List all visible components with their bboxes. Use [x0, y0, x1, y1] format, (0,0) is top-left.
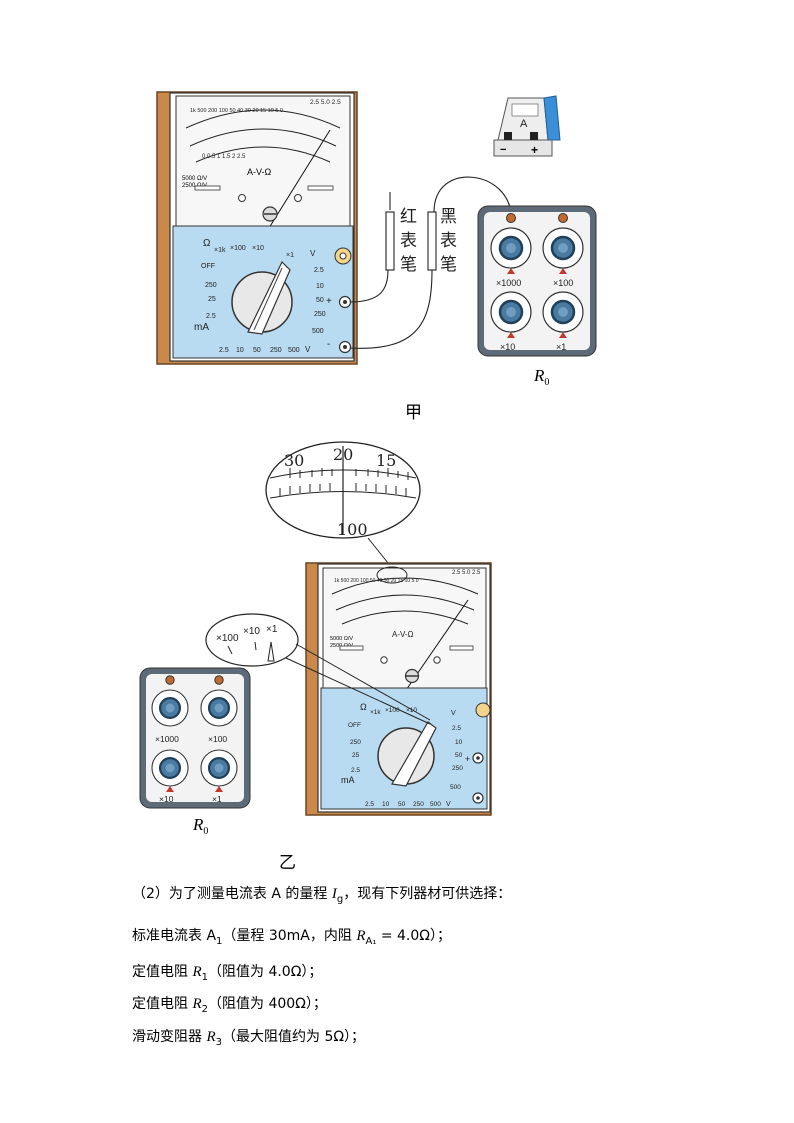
svg-text:−: − [500, 144, 506, 156]
dial-label: A-V-Ω [247, 167, 272, 177]
svg-text:1k 500 200 100 50 40 30 20 15: 1k 500 200 100 50 40 30 20 15 10 5 0 [334, 578, 419, 584]
svg-text:100: 100 [337, 520, 368, 539]
box-name-jia: R0 [533, 366, 549, 388]
svg-text:×1000: ×1000 [155, 734, 179, 744]
svg-text:10: 10 [236, 347, 244, 354]
svg-text:mA: mA [341, 775, 355, 785]
svg-text:2.5: 2.5 [206, 313, 216, 320]
svg-text:V: V [446, 801, 451, 808]
svg-text:×10: ×10 [406, 707, 417, 714]
red-probe [385, 211, 395, 271]
svg-text:250: 250 [205, 282, 217, 289]
item-rheostat-r3: 滑动变阻器 R3（最大阻值约为 5Ω）； [132, 1029, 366, 1048]
svg-text:2.5: 2.5 [452, 725, 461, 732]
black-probe [427, 211, 437, 271]
svg-text:50: 50 [253, 347, 261, 354]
svg-text:Ω: Ω [360, 702, 367, 712]
svg-text:50: 50 [398, 801, 406, 808]
svg-text:15: 15 [376, 451, 396, 470]
svg-text:-: - [327, 339, 330, 350]
svg-text:×10: ×10 [159, 794, 174, 804]
svg-text:250: 250 [314, 311, 326, 318]
svg-text:2.5 5.0 2.5: 2.5 5.0 2.5 [452, 570, 481, 576]
svg-text:×100: ×100 [230, 245, 246, 252]
svg-text:500: 500 [430, 801, 441, 808]
svg-text:×100: ×100 [216, 633, 239, 644]
svg-text:Ω: Ω [203, 238, 211, 249]
black-probe-label: 黑表笔 [440, 207, 457, 275]
svg-text:25: 25 [352, 752, 360, 759]
svg-text:500: 500 [312, 328, 324, 335]
svg-text:V: V [310, 249, 316, 258]
svg-text:×1: ×1 [212, 794, 222, 804]
svg-text:2.5: 2.5 [219, 347, 229, 354]
svg-text:×1000: ×1000 [496, 278, 521, 288]
sensitivity-2: 2500 Ω/V [182, 183, 207, 189]
ohm-tick-labels: 1k 500 200 100 50 40 30 20 15 10 5 0 [190, 108, 283, 114]
svg-text:×100: ×100 [385, 707, 400, 714]
svg-text:×1: ×1 [266, 624, 278, 635]
svg-text:10: 10 [382, 801, 390, 808]
item-resistor-r2: 定值电阻 R2（阻值为 400Ω）； [132, 996, 327, 1015]
svg-text:+: + [531, 143, 538, 157]
svg-text:×10: ×10 [500, 342, 515, 352]
svg-text:×100: ×100 [553, 278, 573, 288]
svg-text:mA: mA [194, 322, 209, 333]
svg-text:OFF: OFF [201, 263, 215, 270]
ammeter-icon: A − + [493, 95, 561, 157]
svg-text:25: 25 [208, 296, 216, 303]
acv-tick-labels: 0 0.5 1 1.5 2 2.5 [202, 154, 246, 160]
box-name-yi: R0 [192, 815, 208, 837]
svg-text:V: V [451, 710, 456, 717]
resistance-box-jia: ×1000 ×100 ×10 ×1 [477, 205, 597, 357]
probe-wires [349, 176, 512, 349]
question-2: （2）为了测量电流表 A 的量程 Ig，现有下列器材可供选择： [132, 886, 512, 905]
svg-text:2.5: 2.5 [351, 767, 360, 774]
multimeter-jia: 1k 500 200 100 50 40 30 20 15 10 5 0 2.5… [156, 91, 358, 365]
item-ammeter-a1: 标准电流表 A1（量程 30mA，内阻 RA₁ = 4.0Ω）； [132, 928, 451, 947]
svg-text:500: 500 [288, 347, 300, 354]
caption-yi: 乙 [279, 853, 296, 873]
svg-text:OFF: OFF [348, 722, 361, 729]
svg-text:2.5: 2.5 [365, 801, 374, 808]
caption-jia: 甲 [405, 403, 422, 423]
svg-text:×100: ×100 [208, 734, 227, 744]
range-label-group: 2.5 5.0 2.5 [310, 99, 341, 106]
svg-text:×1: ×1 [556, 342, 566, 352]
knob-zoom-callout: ×100 ×10 ×1 [205, 613, 431, 725]
svg-text:+: + [465, 754, 470, 764]
svg-text:2.5: 2.5 [314, 267, 324, 274]
svg-text:×1: ×1 [286, 252, 294, 259]
svg-text:20: 20 [333, 445, 353, 464]
svg-text:10: 10 [455, 739, 463, 746]
svg-text:30: 30 [284, 451, 304, 470]
zoom-ellipse: 30 20 15 100 [265, 441, 421, 539]
svg-text:250: 250 [350, 739, 361, 746]
svg-text:V: V [305, 345, 311, 354]
svg-text:A: A [520, 118, 528, 130]
svg-text:×1k: ×1k [370, 709, 381, 716]
svg-text:250: 250 [452, 765, 463, 772]
svg-text:×10: ×10 [252, 245, 264, 252]
resistance-box-yi: ×1000 ×100 ×10 ×1 [139, 667, 251, 809]
sensitivity-1: 5000 Ω/V [182, 176, 207, 182]
red-probe-label: 红表笔 [400, 207, 417, 275]
svg-text:×1k: ×1k [214, 247, 226, 254]
svg-text:50: 50 [316, 297, 324, 304]
svg-text:250: 250 [270, 347, 282, 354]
multimeter-yi: 1k 500 200 100 50 40 30 20 15 10 5 0 2.5… [305, 562, 492, 816]
svg-text:×10: ×10 [243, 626, 260, 637]
item-resistor-r1: 定值电阻 R1（阻值为 4.0Ω）； [132, 964, 323, 983]
svg-text:5000 Ω/V: 5000 Ω/V [330, 636, 353, 642]
svg-text:50: 50 [455, 752, 463, 759]
svg-text:A-V-Ω: A-V-Ω [392, 630, 414, 639]
svg-text:10: 10 [316, 283, 324, 290]
svg-text:250: 250 [413, 801, 424, 808]
svg-text:+: + [326, 296, 332, 307]
svg-text:500: 500 [450, 784, 461, 791]
figure-canvas: 1k 500 200 100 50 40 30 20 15 10 5 0 2.5… [139, 91, 597, 837]
selector-labels: Ω ×1k ×100 ×10 ×1 OFF 250 25 2.5 mA 2.5 10 50 250… [194, 238, 332, 354]
